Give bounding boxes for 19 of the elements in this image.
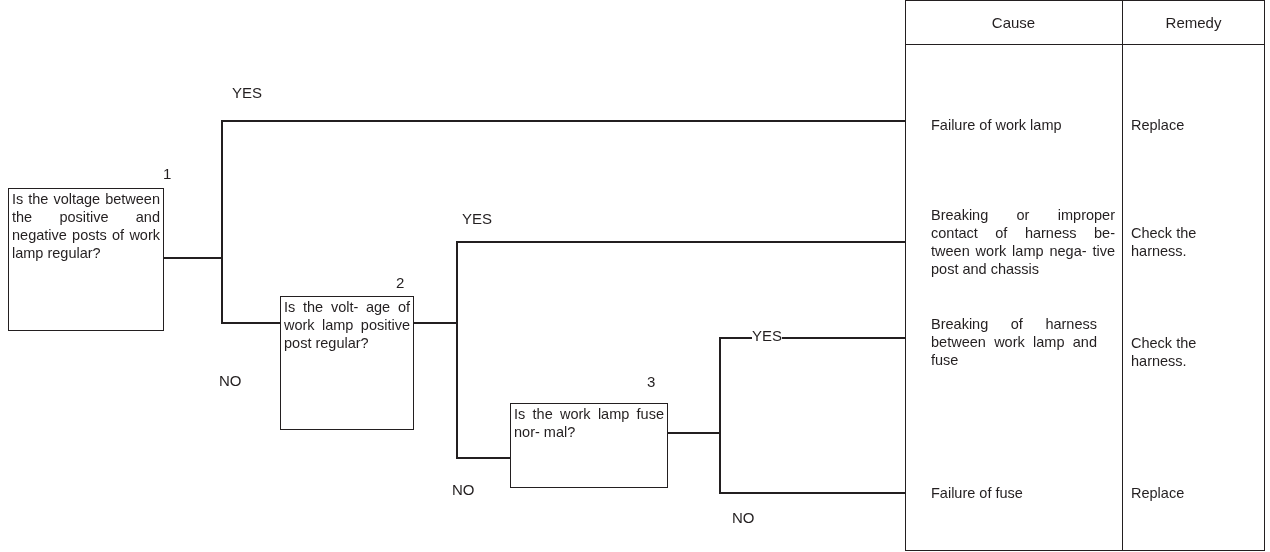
connector-line [163,257,281,324]
remedy-text: Check the harness. [1131,334,1198,370]
step-number: 3 [647,373,656,390]
decision-box: Is the work lamp fuse nor- mal? [510,403,668,488]
step-number: 1 [163,165,172,182]
connector-line [413,322,511,459]
remedy-text: Check the harness. [1131,224,1198,260]
cause-text: Failure of fuse [931,484,1024,502]
connector-line [667,432,906,494]
cause-text: Failure of work lamp [931,116,1063,134]
decision-box: Is the voltage between the positive and negative posts of work lamp regular? [8,188,164,331]
decision-box: Is the volt- age of work lamp positive post regular? [280,296,414,430]
step-number: 2 [396,274,405,291]
column-header: Cause [990,14,1037,31]
remedy-text: Replace [1131,484,1186,502]
column-header: Remedy [1164,14,1223,31]
remedy-text: Replace [1131,116,1186,134]
cause-text: Breaking or improper contact of harness be- tween work lamp nega- tive post and chassis [931,206,1115,278]
cause-text: Breaking of harness between work lamp and fuse [931,315,1097,369]
